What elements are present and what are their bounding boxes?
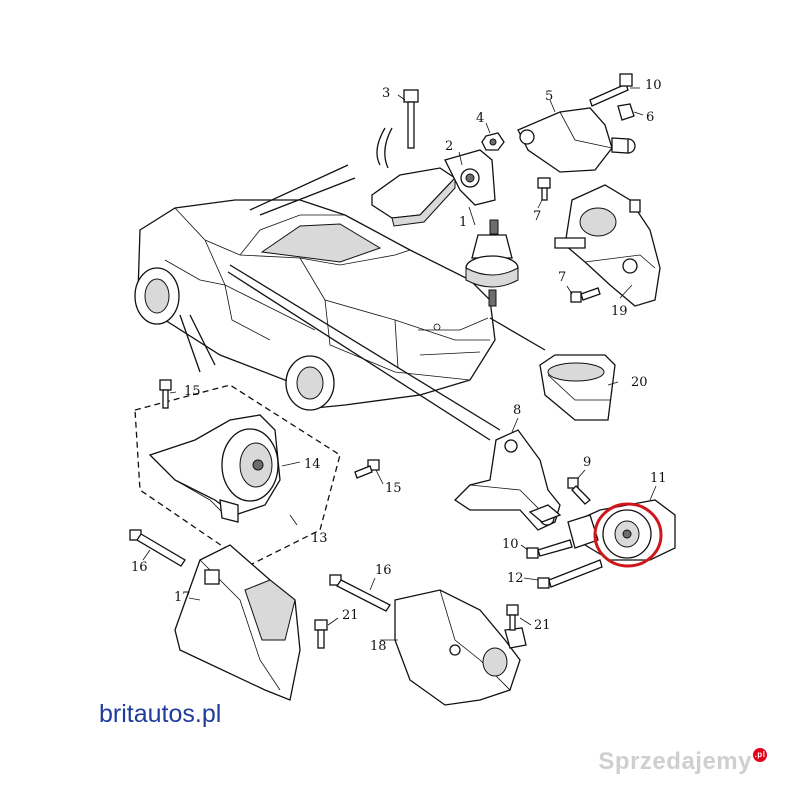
bolt-icon — [537, 559, 603, 589]
bolt-icon — [567, 477, 591, 505]
bolt-icon — [526, 539, 573, 559]
bracket-17 — [174, 544, 301, 701]
nut-4 — [481, 132, 505, 151]
bracket-8 — [453, 429, 562, 531]
engine-mount-19 — [554, 184, 661, 307]
bolt-icon — [403, 89, 419, 149]
callout-4: 4 — [476, 111, 484, 126]
callout-1: 1 — [459, 215, 467, 230]
callout-7a: 7 — [533, 209, 541, 224]
nut-6 — [617, 103, 635, 121]
callout-17: 17 — [174, 590, 191, 605]
bracket-18 — [394, 589, 527, 706]
engine-mount-14 — [148, 414, 281, 523]
callout-2: 2 — [445, 139, 453, 154]
bolt-icon — [159, 379, 172, 409]
callout-9: 9 — [583, 455, 591, 470]
bolt-icon — [570, 287, 601, 303]
bolt-icon — [537, 177, 551, 201]
callout-16b: 16 — [375, 563, 392, 578]
bracket-5 — [517, 107, 636, 173]
callout-19: 19 — [611, 304, 628, 319]
bolt-icon — [506, 604, 519, 631]
callout-7b: 7 — [558, 270, 566, 285]
bush-11 — [567, 499, 676, 561]
callout-8: 8 — [513, 403, 521, 418]
callout-5: 5 — [545, 89, 553, 104]
bolt-icon — [129, 529, 186, 567]
bolt-icon — [354, 459, 380, 479]
callout-11: 11 — [650, 471, 667, 486]
highlight-circle — [593, 502, 663, 568]
callout-15b: 15 — [385, 481, 402, 496]
callout-20: 20 — [631, 375, 648, 390]
callout-12: 12 — [507, 571, 524, 586]
callout-15a: 15 — [184, 384, 201, 399]
callout-3: 3 — [382, 86, 390, 101]
callout-leaders — [142, 87, 657, 641]
callout-14: 14 — [304, 457, 321, 472]
callout-21b: 21 — [534, 618, 551, 633]
engine-mount-1 — [465, 219, 519, 307]
brand-text[interactable]: britautos.pl — [99, 700, 222, 728]
callout-labels: 1 2 3 4 5 6 7 7 8 9 10 10 11 12 13 14 15… — [131, 78, 667, 654]
watermark-text: Sprzedajemy — [598, 748, 752, 775]
callout-10b: 10 — [502, 537, 519, 552]
callout-6: 6 — [646, 110, 654, 125]
callout-13: 13 — [311, 531, 328, 546]
car-outline-icon — [134, 127, 546, 441]
bolt-icon — [329, 574, 391, 612]
bracket-2 — [371, 149, 496, 227]
callout-21a: 21 — [342, 608, 359, 623]
bush-icon — [539, 354, 616, 421]
callout-18: 18 — [370, 639, 387, 654]
callout-10a: 10 — [645, 78, 662, 93]
watermark-badge: .pl — [753, 748, 767, 762]
callout-16a: 16 — [131, 560, 148, 575]
watermark: Sprzedajemy.pl — [598, 748, 767, 776]
bolt-icon — [314, 619, 328, 649]
bolt-icon — [589, 73, 633, 107]
